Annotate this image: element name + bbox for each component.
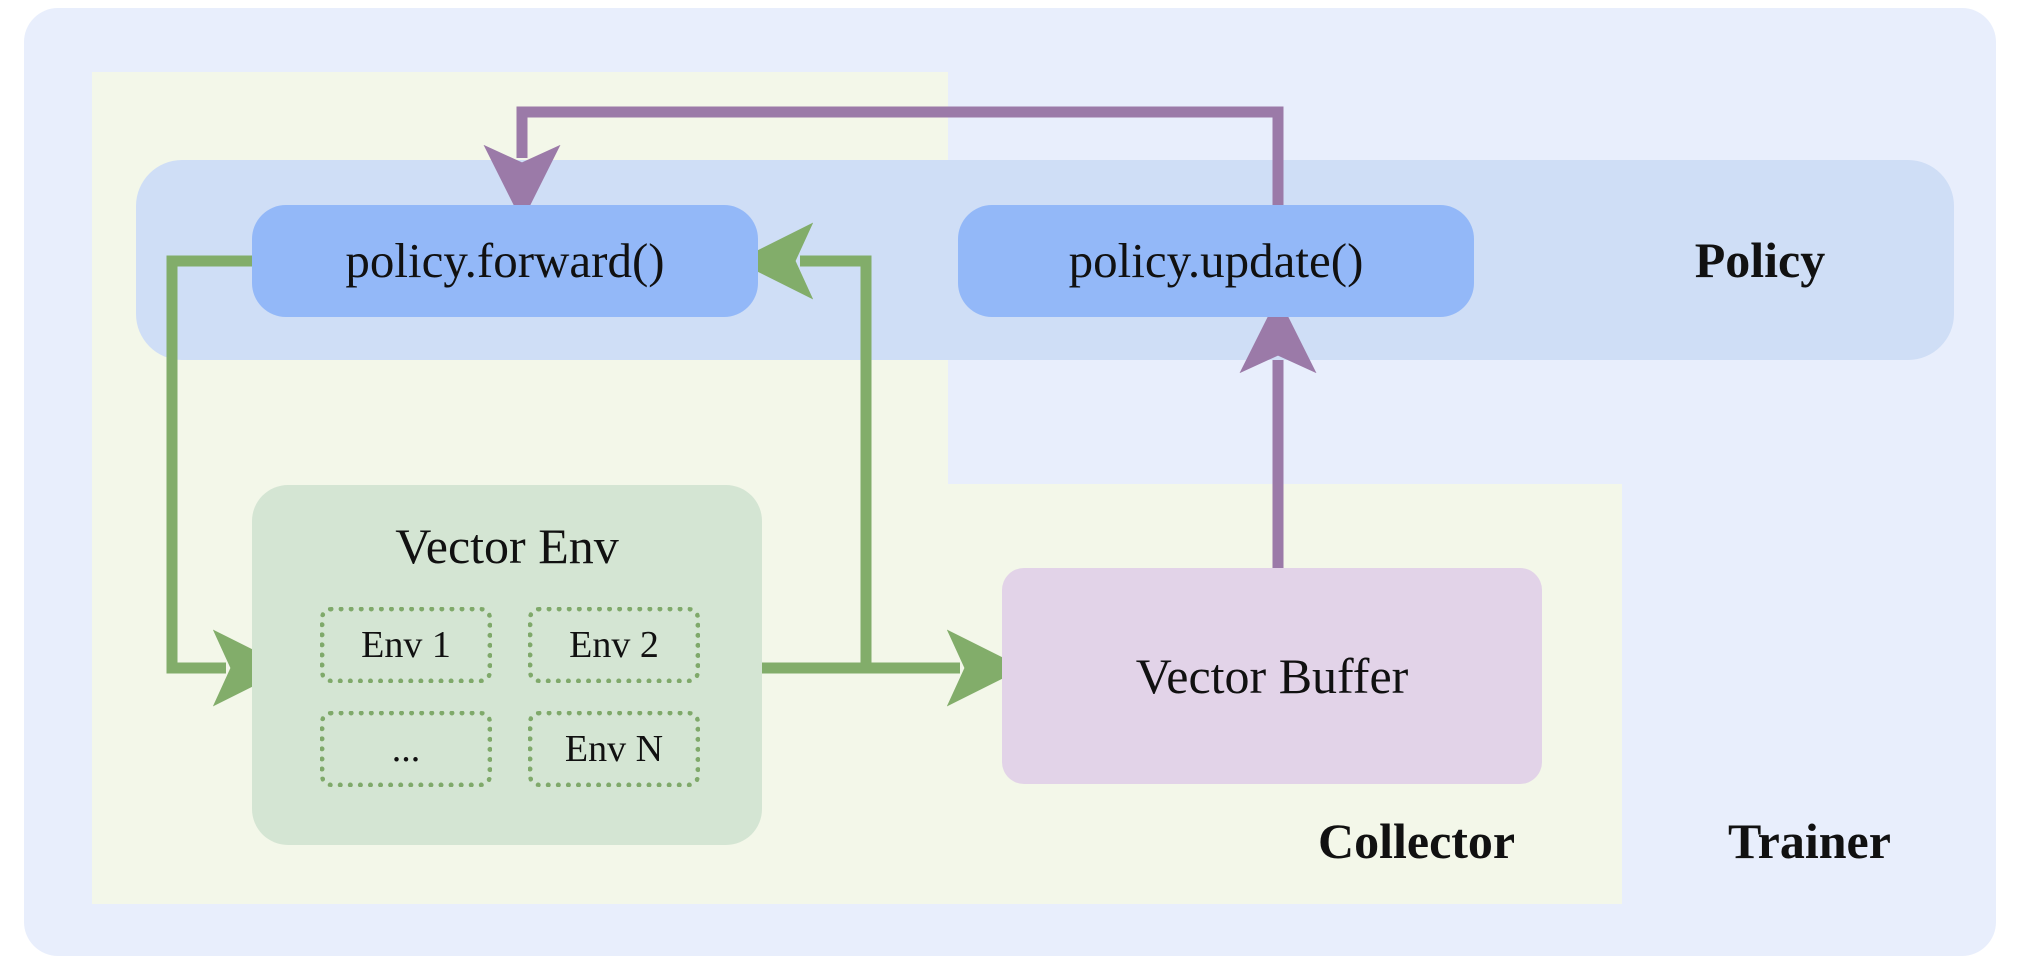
env-item-1[interactable]: Env 1 bbox=[320, 607, 492, 683]
env-item-ellipsis[interactable]: ... bbox=[320, 711, 492, 787]
trainer-region-label: Trainer bbox=[1728, 813, 1891, 869]
env-item-2[interactable]: Env 2 bbox=[528, 607, 700, 683]
policy-update-node[interactable]: policy.update() bbox=[958, 205, 1474, 317]
env-item-2-label: Env 2 bbox=[569, 624, 659, 666]
env-grid: Env 1 Env 2 ... Env N bbox=[320, 607, 700, 787]
vector-env-title: Vector Env bbox=[395, 518, 619, 574]
policy-forward-node[interactable]: policy.forward() bbox=[252, 205, 758, 317]
env-item-n-label: Env N bbox=[564, 728, 664, 770]
policy-region-label: Policy bbox=[1694, 231, 1826, 288]
env-item-n[interactable]: Env N bbox=[528, 711, 700, 787]
vector-env-node[interactable]: Vector Env Env 1 Env 2 ... Env N bbox=[252, 485, 762, 845]
env-item-ellipsis-label: ... bbox=[391, 728, 421, 770]
policy-update-label: policy.update() bbox=[1068, 233, 1364, 289]
vector-buffer-label: Vector Buffer bbox=[1135, 648, 1409, 704]
policy-forward-label: policy.forward() bbox=[345, 233, 665, 289]
env-item-1-label: Env 1 bbox=[361, 624, 451, 666]
collector-region-label: Collector bbox=[1318, 813, 1516, 869]
vector-buffer-node[interactable]: Vector Buffer bbox=[1002, 568, 1542, 784]
